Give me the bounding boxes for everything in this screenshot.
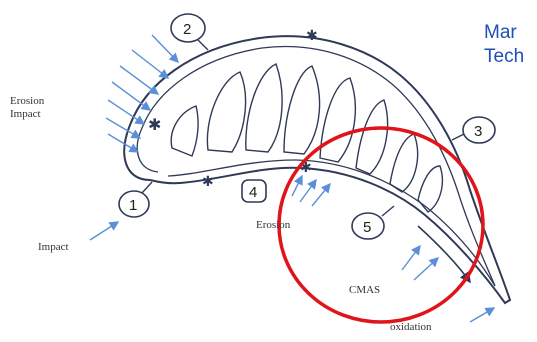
cooling-channel <box>207 72 245 152</box>
svg-text:4: 4 <box>249 184 257 201</box>
zone-boundary-marker: ✱ <box>148 117 161 134</box>
erosion-label: Erosion <box>256 219 291 231</box>
zone-boundary-marker: ✱ <box>306 29 318 44</box>
cooling-channel <box>284 66 320 154</box>
flow-arrow <box>418 226 470 282</box>
cooling-channel <box>246 64 282 152</box>
cooling-channel <box>390 134 418 192</box>
cooling-channel <box>418 166 442 212</box>
cooling-channel <box>171 106 198 156</box>
title-line-1: Mar <box>484 22 517 44</box>
svg-text:3: 3 <box>474 123 482 140</box>
cooling-channel <box>356 100 388 174</box>
impact-label: Impact <box>38 241 69 253</box>
erosion-impact-label-line1: Erosion <box>10 95 45 107</box>
svg-text:1: 1 <box>129 197 137 214</box>
svg-text:2: 2 <box>183 21 191 38</box>
zone-1-marker: 1 <box>119 182 152 217</box>
blade-outline <box>124 36 510 303</box>
blade-coating-line <box>137 47 495 286</box>
oxidation-label: oxidation <box>390 321 432 333</box>
cooling-channel <box>320 78 355 162</box>
svg-text:5: 5 <box>363 219 371 236</box>
cmas-label: CMAS <box>349 284 380 296</box>
zone-boundary-marker: ✱ <box>202 175 214 190</box>
impact-arrow <box>90 222 118 240</box>
zone-5-marker: 5 <box>352 206 394 239</box>
oxidation-arrow <box>470 308 494 322</box>
blade-pressure-coating <box>168 160 495 286</box>
zone-4-marker: 4 <box>242 180 266 202</box>
erosion-impact-arrows <box>106 35 178 152</box>
erosion-impact-label-line2: Impact <box>10 108 41 120</box>
cmas-arrows <box>402 246 438 280</box>
zone-2-marker: 2 <box>171 14 208 50</box>
zone-3-marker: 3 <box>452 117 495 143</box>
erosion-arrows <box>292 176 330 206</box>
title-line-2: Tech <box>484 46 524 68</box>
